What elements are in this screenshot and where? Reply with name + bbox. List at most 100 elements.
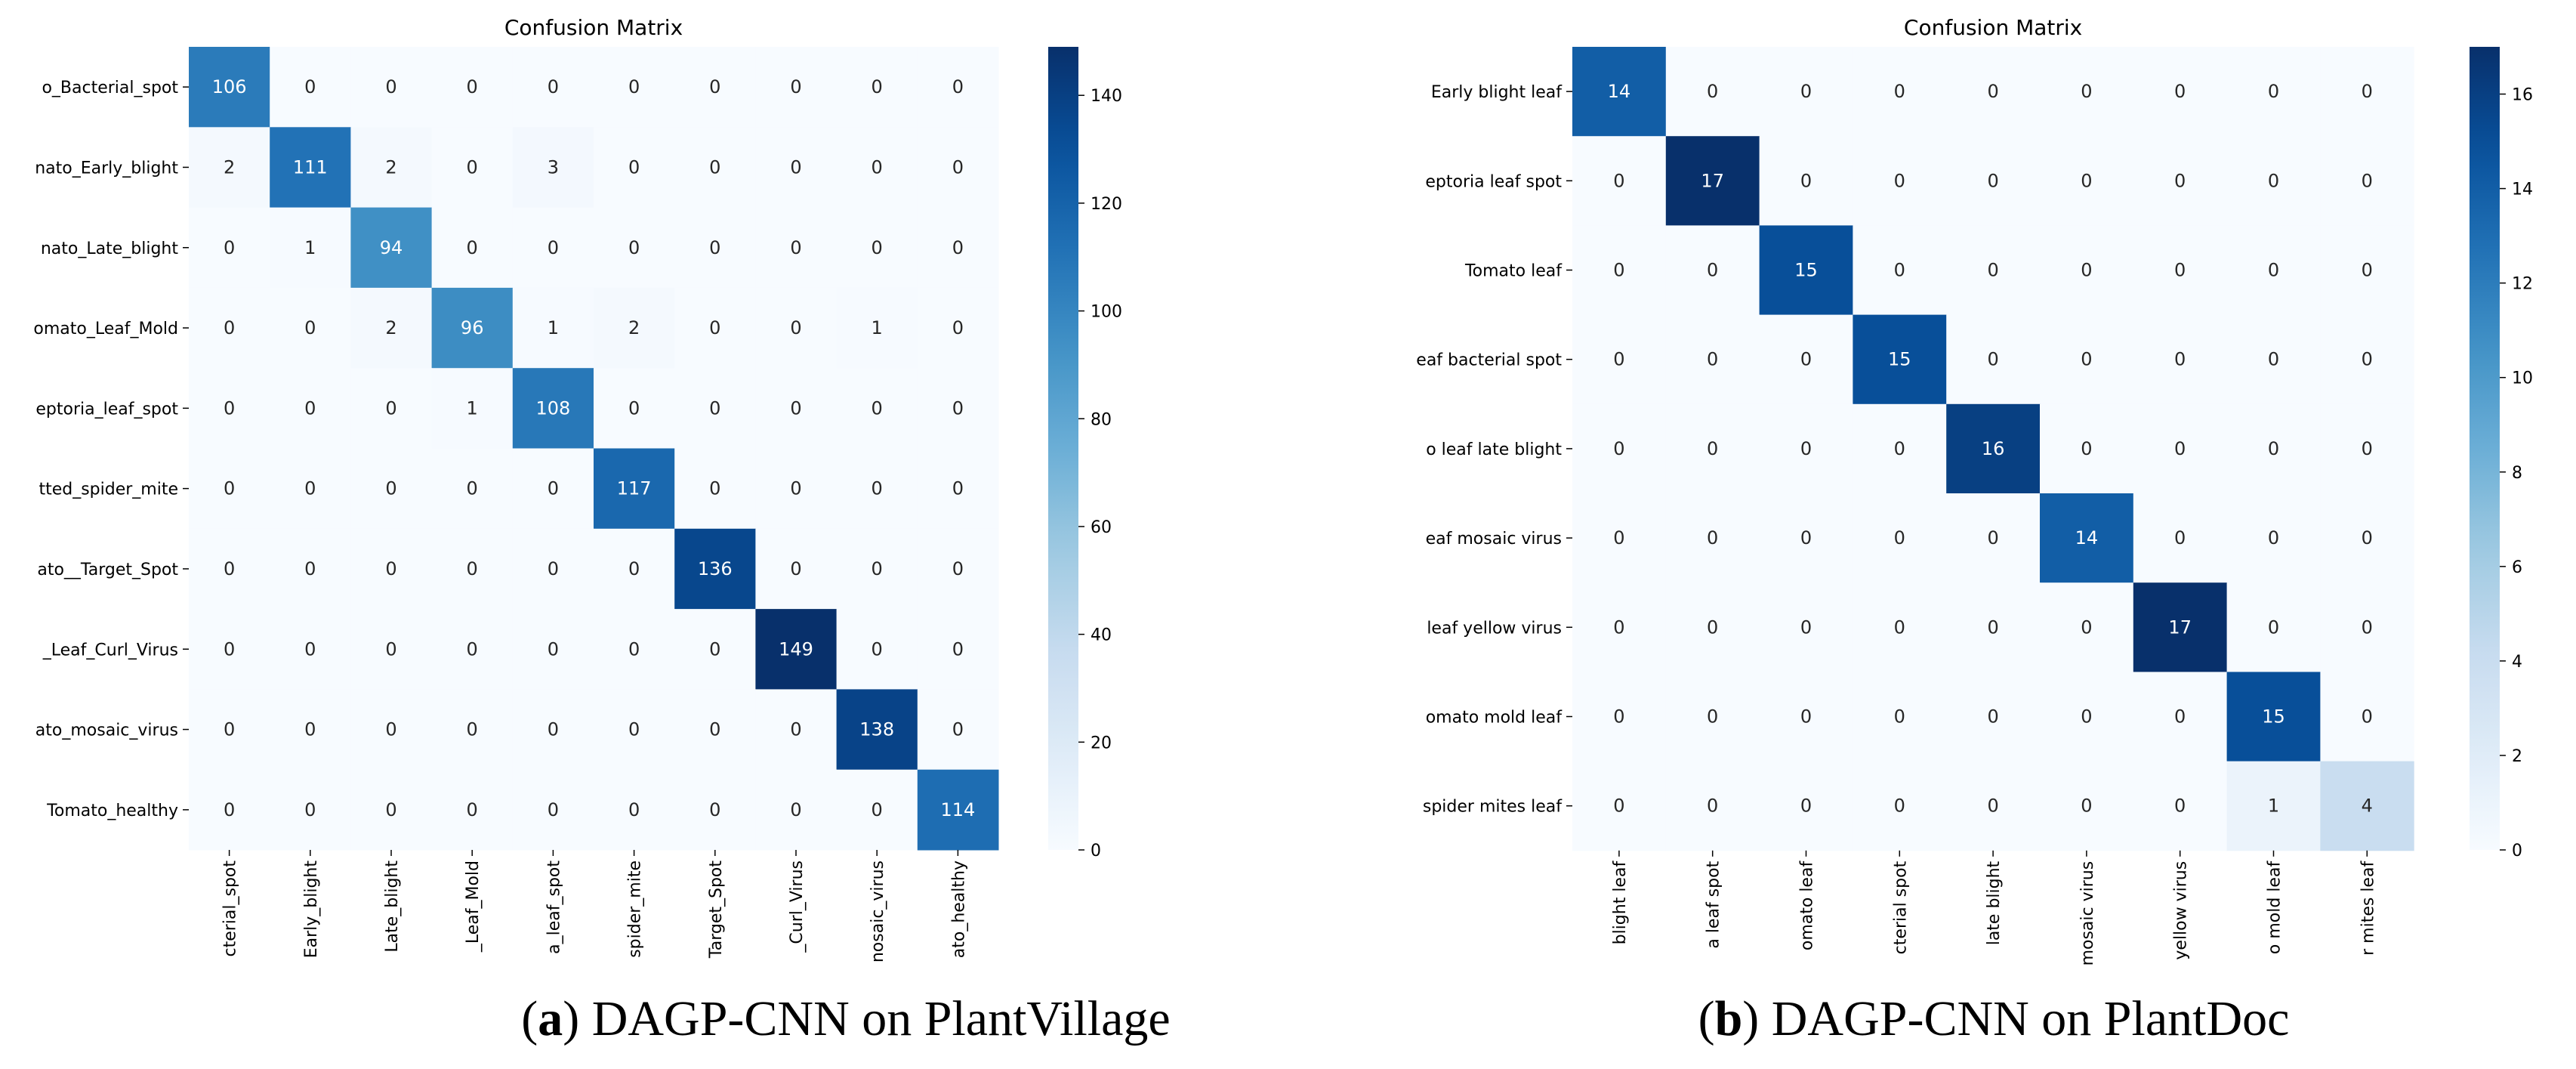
cell-value-label: 0 [2268,170,2279,191]
cell-value-label: 0 [467,478,478,499]
heatmap-cell [350,448,433,530]
y-tick-label: eaf bacterial spot [1416,351,1562,370]
cell-value-label: 0 [1987,796,1998,817]
cell-value-label: 0 [467,638,478,660]
heatmap-cell [2040,136,2134,226]
x-tick-label: blight leaf [1611,860,1630,945]
cell-value-label: 0 [1987,349,1998,370]
heatmap-cell [189,609,270,690]
heatmap-cell [1946,225,2041,316]
cell-value-label: 0 [2174,170,2186,191]
cell-value-label: 0 [709,237,720,258]
heatmap-cell [1759,314,1853,405]
cell-value-label: 0 [1894,527,1905,548]
caption-paren-close: ) [563,991,579,1046]
heatmap-cell [270,368,351,449]
caption-text: DAGP-CNN on PlantDoc [1759,991,2289,1046]
heatmap-cell [2040,225,2134,316]
colorbar-tick-label: 0 [2512,842,2522,860]
cell-value-label: 0 [872,237,883,258]
heatmap-cell [836,207,918,289]
heatmap-cell [512,528,594,610]
cell-value-label: 0 [628,558,640,579]
cell-value-label: 0 [548,719,559,740]
heatmap-cell [1853,403,1947,494]
heatmap-cell [755,609,838,690]
heatmap-cell [836,769,918,851]
heatmap-cell [2040,314,2134,405]
heatmap-cell [1759,761,1853,851]
cell-value-label: 0 [1613,527,1624,548]
heatmap-cell [917,368,999,449]
cell-value-label: 0 [952,156,964,178]
cell-value-label: 0 [1987,706,1998,728]
cell-value-label: 0 [2268,81,2279,102]
cell-value-label: 0 [2081,81,2092,102]
x-tick-label: cterial spot [1891,860,1910,954]
cell-value-label: 0 [304,397,316,419]
heatmap-cell [1665,403,1760,494]
heatmap-cell [674,127,756,209]
cell-value-label: 17 [1701,170,1724,191]
cell-value-label: 0 [548,799,559,820]
y-tick-label: spider mites leaf [1423,798,1563,817]
heatmap-cell [1759,493,1853,583]
heatmap-cell [350,207,433,289]
x-tick-label: a leaf spot [1704,860,1723,948]
heatmap-cell [270,609,351,690]
cell-value-label: 0 [2081,706,2092,728]
heatmap-cell [431,287,514,369]
heatmap-cell [917,609,999,690]
cell-value-label: 2 [224,156,235,178]
heatmap-cell [1665,136,1760,226]
heatmap-cell [512,609,594,690]
cell-value-label: 0 [872,799,883,820]
y-tick-label: eptoria leaf spot [1425,172,1562,191]
heatmap-cell [1665,672,1760,762]
colorbar-tick-label: 20 [1091,734,1112,752]
cell-value-label: 0 [467,237,478,258]
cell-value-label: 0 [224,317,235,338]
x-tick-label: Late_blight [383,860,402,953]
cell-value-label: 0 [2362,349,2373,370]
heatmap-cell [350,609,433,690]
cell-value-label: 0 [548,558,559,579]
heatmap-cell [1572,582,1667,672]
heatmap-cell [1665,225,1760,316]
heatmap-cell [755,368,838,449]
cell-value-label: 0 [2362,706,2373,728]
figure-caption: (a) DAGP-CNN on PlantVillage [521,991,1170,1046]
cell-value-label: 0 [709,719,720,740]
cell-value-label: 0 [1707,349,1718,370]
cell-value-label: 111 [293,156,328,178]
cell-value-label: 0 [1894,706,1905,728]
heatmap-cell [1853,582,1947,672]
cell-value-label: 15 [1794,260,1818,281]
y-tick-label: ato_mosaic_virus [35,721,178,740]
heatmap-cell [755,47,838,128]
cell-value-label: 0 [1707,796,1718,817]
heatmap-cell [1853,493,1947,583]
cell-value-label: 0 [872,397,883,419]
cell-value-label: 136 [698,558,733,579]
heatmap-cell [2320,314,2414,405]
cell-value-label: 0 [224,237,235,258]
heatmap-cell [189,689,270,771]
colorbar-tick-label: 0 [1091,842,1101,860]
cell-value-label: 0 [1987,260,1998,281]
heatmap-cell [431,689,514,771]
cell-value-label: 0 [467,76,478,97]
cell-value-label: 0 [872,638,883,660]
heatmap-cell [917,769,999,851]
cell-value-label: 0 [304,558,316,579]
cell-value-label: 2 [385,317,396,338]
cell-value-label: 0 [952,317,964,338]
caption-text: DAGP-CNN on PlantVillage [579,991,1171,1046]
cell-value-label: 0 [2362,527,2373,548]
heatmap-cell [594,368,675,449]
heatmap-cell [917,207,999,289]
heatmap-cell [2133,672,2228,762]
cell-value-label: 94 [380,237,403,258]
cell-value-label: 0 [1800,706,1812,728]
